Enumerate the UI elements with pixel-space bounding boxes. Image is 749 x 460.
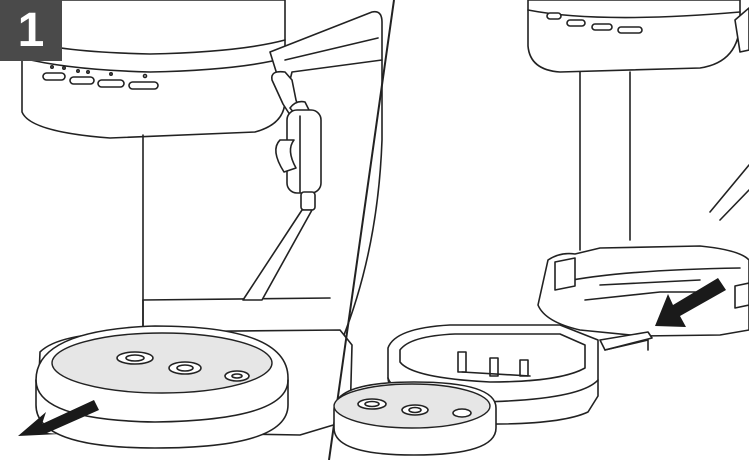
steam-wand [242,70,322,301]
drip-tray-grate-icon [333,381,497,456]
pull-out-arrow-icon [18,400,99,436]
right-panel [333,0,749,456]
control-buttons [42,65,159,90]
left-panel [18,0,383,449]
step-number-badge: 1 [0,0,62,61]
drip-tray [35,325,289,449]
push-in-arrow-icon [655,278,726,327]
panel-divider [328,0,395,460]
control-buttons [546,12,643,34]
